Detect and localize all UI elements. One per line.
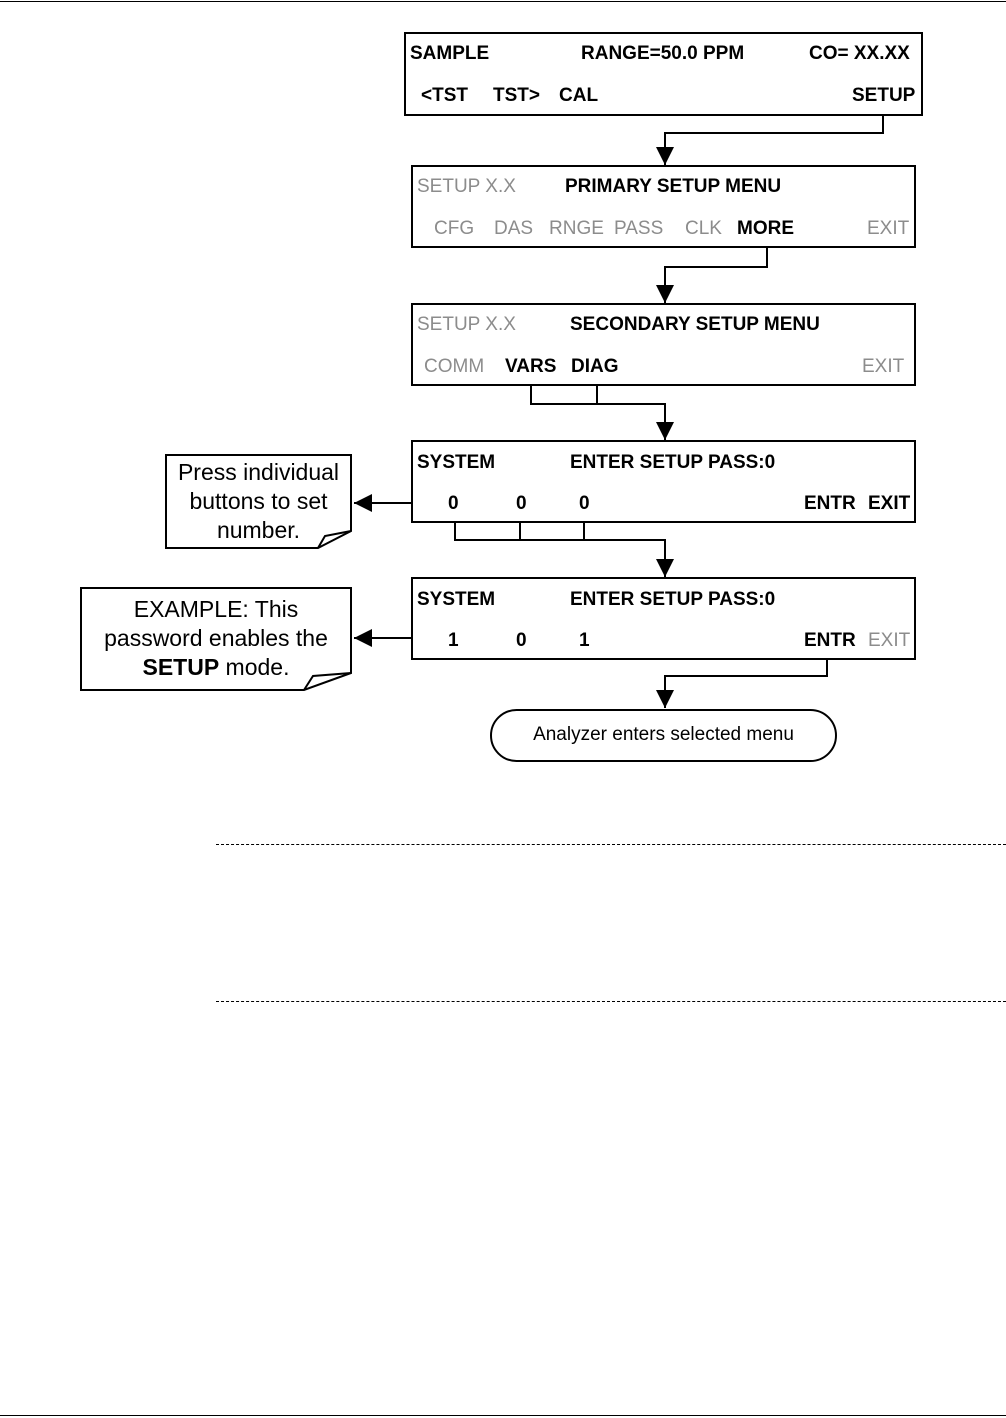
key-exit[interactable]: EXIT (867, 218, 910, 239)
key-tst-next[interactable]: TST> (493, 85, 540, 106)
setup-keyword: SETUP (142, 654, 220, 680)
key-entr[interactable]: ENTR (804, 630, 856, 651)
key-exit[interactable]: EXIT (862, 356, 905, 377)
key-pass[interactable]: PASS (614, 218, 664, 239)
key-digit-2[interactable]: 0 (516, 630, 527, 651)
key-digit-1[interactable]: 1 (448, 630, 459, 651)
key-digit-1[interactable]: 0 (448, 493, 459, 514)
page-top-rule (0, 1, 1006, 2)
display-password-example: SYSTEM ENTER SETUP PASS:0 1 0 1 ENTR EXI… (411, 577, 916, 660)
key-digit-2[interactable]: 0 (516, 493, 527, 514)
key-digit-3[interactable]: 1 (579, 630, 590, 651)
key-digit-3[interactable]: 0 (579, 493, 590, 514)
dashed-separator-top (216, 844, 1006, 845)
note-line: Press individual (177, 459, 340, 485)
note-individual-buttons: Press individual buttons to set number. (166, 458, 351, 545)
result-terminator: Analyzer enters selected menu (490, 709, 837, 762)
note-line: SETUP mode. (81, 653, 351, 682)
note-line-tail: mode. (219, 654, 290, 680)
note-line: number. (216, 517, 301, 543)
menu-title: SECONDARY SETUP MENU (570, 314, 820, 335)
key-tst-prev[interactable]: <TST (421, 85, 468, 106)
status-label: SETUP X.X (417, 314, 516, 335)
display-sample: SAMPLE RANGE=50.0 PPM CO= XX.XX <TST TST… (404, 32, 923, 116)
note-password-example: EXAMPLE: This password enables the SETUP… (81, 595, 351, 682)
key-das[interactable]: DAS (494, 218, 534, 239)
arrow-vars-diag-to-pass (530, 378, 674, 440)
note-line: EXAMPLE: This (133, 596, 299, 622)
password-prompt: ENTER SETUP PASS:0 (570, 589, 776, 610)
key-cal[interactable]: CAL (559, 85, 599, 106)
range-readout: RANGE=50.0 PPM (581, 43, 745, 64)
arrow-digits-to-pass (454, 514, 674, 577)
note-line: buttons to set (189, 488, 328, 514)
display-secondary-setup: SETUP X.X SECONDARY SETUP MENU COMM VARS… (411, 303, 916, 386)
note-line: password enables the (104, 625, 328, 651)
status-label: SYSTEM (417, 589, 496, 610)
key-exit[interactable]: EXIT (868, 630, 911, 651)
concentration-readout: CO= XX.XX (809, 43, 910, 64)
key-cfg[interactable]: CFG (434, 218, 475, 239)
arrow-more-to-secondary (656, 248, 768, 303)
arrow-setup-to-primary (656, 116, 884, 165)
key-diag[interactable]: DIAG (571, 356, 619, 377)
key-more[interactable]: MORE (737, 218, 794, 239)
password-prompt: ENTER SETUP PASS:0 (570, 452, 776, 473)
key-setup[interactable]: SETUP (852, 85, 916, 106)
display-password-entry: SYSTEM ENTER SETUP PASS:0 0 0 0 ENTR EXI… (411, 440, 916, 523)
status-label: SETUP X.X (417, 176, 516, 197)
key-entr[interactable]: ENTR (804, 493, 856, 514)
key-vars[interactable]: VARS (505, 356, 557, 377)
menu-title: PRIMARY SETUP MENU (565, 176, 782, 197)
key-comm[interactable]: COMM (424, 356, 485, 377)
key-exit[interactable]: EXIT (868, 493, 911, 514)
mode-label: SAMPLE (410, 43, 490, 64)
status-label: SYSTEM (417, 452, 496, 473)
display-primary-setup: SETUP X.X PRIMARY SETUP MENU CFG DAS RNG… (411, 165, 916, 248)
key-rnge[interactable]: RNGE (549, 218, 604, 239)
key-clk[interactable]: CLK (685, 218, 722, 239)
dashed-separator-bottom (216, 1001, 1006, 1002)
page-bottom-rule (0, 1415, 1006, 1416)
